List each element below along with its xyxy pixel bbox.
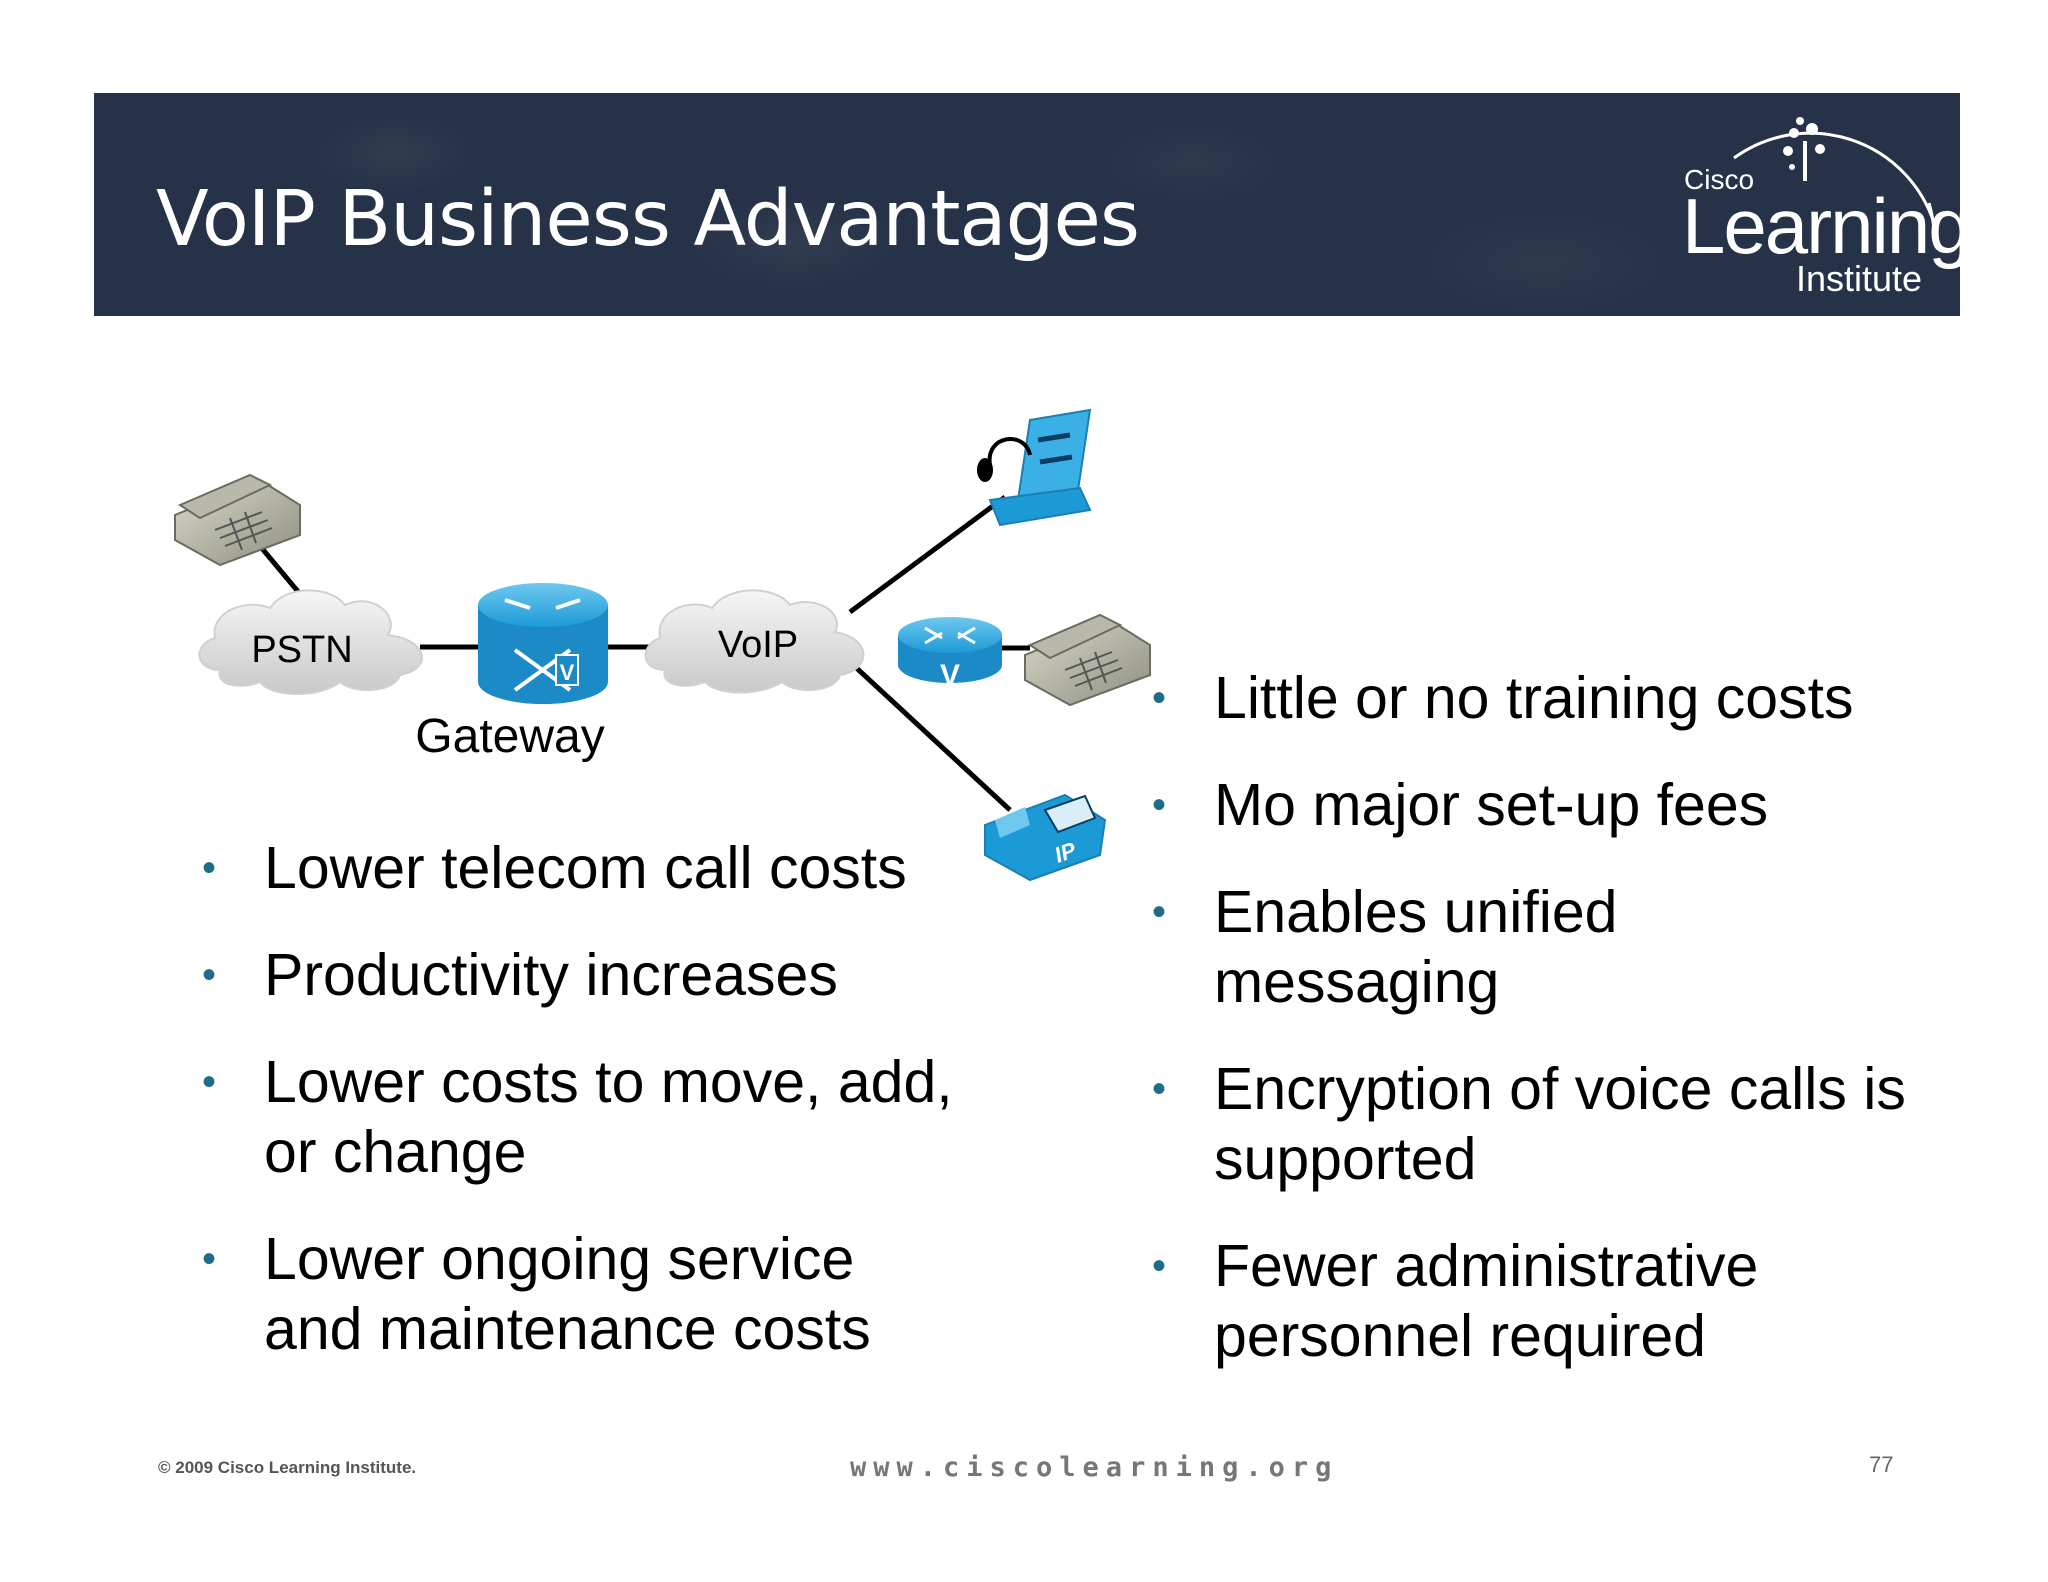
logo-institute: Institute <box>1796 258 1922 299</box>
list-item: •Lower costs to move, add, or change <box>202 1049 953 1185</box>
left-bullet-list: •Lower telecom call costs •Productivity … <box>202 833 1022 1401</box>
router-v-label: V <box>940 659 960 692</box>
gateway-v-label: V <box>560 660 575 685</box>
slide-title: VoIP Business Advantages <box>156 175 1140 264</box>
gateway-label: Gateway <box>415 710 604 763</box>
voice-router-icon: V <box>898 617 1002 692</box>
list-item: •Encryption of voice calls is supported <box>1152 1056 1906 1192</box>
pstn-cloud: PSTN <box>198 589 423 695</box>
ip-phone-icon: IP <box>984 793 1107 882</box>
logo-cisco: Cisco <box>1684 164 1754 195</box>
list-item: •Little or no training costs <box>1152 665 1854 731</box>
gateway-router-icon: V <box>478 583 608 704</box>
voip-label: VoIP <box>718 624 798 666</box>
pstn-label: PSTN <box>251 629 352 671</box>
list-item: •Fewer administrative personnel required <box>1152 1233 1759 1369</box>
title-banner: VoIP Business Advantages Cisco Learning … <box>94 93 1960 316</box>
copyright-text: © 2009 Cisco Learning Institute. <box>158 1458 417 1477</box>
list-item: •Lower ongoing service and maintenance c… <box>202 1226 871 1362</box>
network-links <box>253 494 1030 812</box>
list-item: •Lower telecom call costs <box>202 835 907 901</box>
right-bullet-list: •Little or no training costs •Mo major s… <box>1152 663 1992 1408</box>
website-url: www.ciscolearning.org <box>850 1452 1339 1483</box>
list-item: •Productivity increases <box>202 942 838 1008</box>
analog-phone-icon <box>174 473 301 567</box>
list-item: •Enables unified messaging <box>1152 879 1618 1015</box>
page-number: 77 <box>1869 1452 1894 1477</box>
cisco-learning-institute-logo: Cisco Learning Institute <box>1682 117 1960 299</box>
logo-learning: Learning <box>1682 182 1960 270</box>
tree-icon <box>1783 117 1825 181</box>
laptop-softphone-icon <box>977 408 1092 527</box>
list-item: •Mo major set-up fees <box>1152 772 1769 838</box>
voip-cloud: VoIP <box>644 589 865 694</box>
analog-phone-right-icon <box>1024 613 1151 707</box>
voip-network-diagram: PSTN V Gateway VoIP V <box>174 408 1151 882</box>
